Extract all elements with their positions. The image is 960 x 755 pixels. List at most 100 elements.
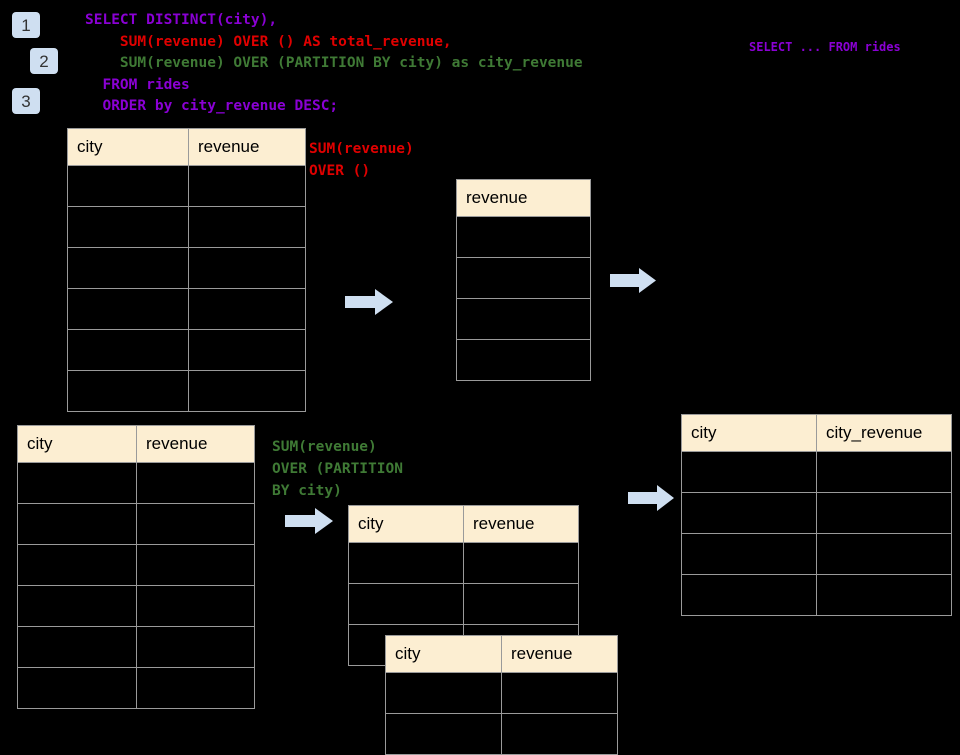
cell-revenue (188, 329, 306, 371)
table-row (348, 542, 579, 584)
sql-line-total-revenue: SUM(revenue) OVER () AS total_revenue, (85, 33, 452, 50)
partition-table-front: city revenue (385, 635, 618, 755)
cell-revenue (456, 339, 591, 381)
cell-revenue (188, 206, 306, 248)
table-row (67, 370, 306, 412)
table-header-row: city city_revenue (681, 414, 952, 452)
step-badge-3: 3 (12, 88, 40, 114)
column-header-revenue: revenue (463, 505, 579, 543)
step-badge-1-label: 1 (21, 15, 31, 35)
rides-source-table-bottom: city revenue (17, 425, 255, 709)
cell-city (67, 329, 189, 371)
cell-revenue (456, 216, 591, 258)
table-row (67, 329, 306, 371)
arrow-right-icon-source-to-partition (285, 508, 333, 534)
cell-revenue (188, 165, 306, 207)
cell-city (17, 585, 137, 627)
cell-city-revenue (816, 451, 952, 493)
step-badge-1: 1 (12, 12, 40, 38)
table-header-row: city revenue (17, 425, 255, 463)
column-header-city: city (385, 635, 502, 673)
table-row (456, 339, 591, 381)
annotation-sum-over-empty: SUM(revenue) OVER () (309, 141, 414, 179)
table-header-row: revenue (456, 179, 591, 217)
step-badge-2-label: 2 (39, 51, 49, 71)
step-badge-3-label: 3 (21, 91, 31, 111)
cell-city (67, 288, 189, 330)
arrow-right-icon-source-to-total (345, 289, 393, 315)
cell-revenue (463, 542, 579, 584)
table-row (385, 672, 618, 714)
sql-from-caption: SELECT ... FROM rides (749, 40, 901, 54)
cell-city (17, 503, 137, 545)
table-row (67, 165, 306, 207)
sql-line-select: SELECT DISTINCT(city), (85, 12, 278, 28)
table-row (456, 257, 591, 299)
table-header-row: city revenue (67, 128, 306, 166)
column-header-city: city (17, 425, 137, 463)
cell-city-revenue (816, 574, 952, 616)
column-header-revenue: revenue (456, 179, 591, 217)
cell-city (67, 370, 189, 412)
cell-revenue (456, 298, 591, 340)
cell-revenue (136, 503, 255, 545)
cell-revenue (463, 583, 579, 625)
cell-city (17, 667, 137, 709)
cell-city (385, 672, 502, 714)
table-row (17, 544, 255, 586)
partition-table-back: city revenue (348, 505, 579, 666)
sql-query-block: SELECT DISTINCT(city), SUM(revenue) OVER… (85, 10, 583, 118)
cell-city (67, 206, 189, 248)
column-header-revenue: revenue (501, 635, 618, 673)
cell-revenue (136, 626, 255, 668)
cell-revenue (136, 667, 255, 709)
cell-city (17, 462, 137, 504)
table-row (17, 626, 255, 668)
table-row (681, 533, 952, 575)
cell-revenue (136, 585, 255, 627)
cell-city (67, 247, 189, 289)
arrow-right-icon-total-to-result (610, 268, 656, 293)
cell-city (17, 626, 137, 668)
table-row (348, 583, 579, 625)
cell-city (348, 583, 464, 625)
cell-city (681, 451, 817, 493)
table-row (681, 492, 952, 534)
cell-revenue (456, 257, 591, 299)
arrow-right-icon-partition-to-result (628, 485, 674, 511)
annotation-sum-over-partition: SUM(revenue) OVER (PARTITION BY city) (272, 439, 403, 499)
result-table: city city_revenue (681, 414, 952, 616)
table-row (67, 206, 306, 248)
column-header-revenue: revenue (136, 425, 255, 463)
cell-revenue (188, 370, 306, 412)
cell-city (17, 544, 137, 586)
step-badge-2: 2 (30, 48, 58, 74)
table-row (681, 451, 952, 493)
sql-line-city-revenue: SUM(revenue) OVER (PARTITION BY city) as… (85, 55, 583, 71)
sql-line-order-by: ORDER by city_revenue DESC; (85, 98, 339, 114)
cell-city (681, 574, 817, 616)
table-header-row: city revenue (348, 505, 579, 543)
cell-city-revenue (816, 492, 952, 534)
table-row (456, 216, 591, 258)
table-row (17, 585, 255, 627)
table-row (17, 462, 255, 504)
cell-city-revenue (816, 533, 952, 575)
column-header-revenue: revenue (188, 128, 306, 166)
cell-city (681, 533, 817, 575)
cell-revenue (188, 247, 306, 289)
table-row (681, 574, 952, 616)
cell-city (348, 542, 464, 584)
column-header-city: city (348, 505, 464, 543)
sql-line-from: FROM rides (85, 76, 190, 93)
column-header-city: city (67, 128, 189, 166)
table-row (67, 288, 306, 330)
cell-revenue (188, 288, 306, 330)
cell-city (681, 492, 817, 534)
column-header-city: city (681, 414, 817, 452)
table-row (67, 247, 306, 289)
table-header-row: city revenue (385, 635, 618, 673)
rides-source-table-top: city revenue (67, 128, 306, 412)
table-row (456, 298, 591, 340)
cell-city (67, 165, 189, 207)
